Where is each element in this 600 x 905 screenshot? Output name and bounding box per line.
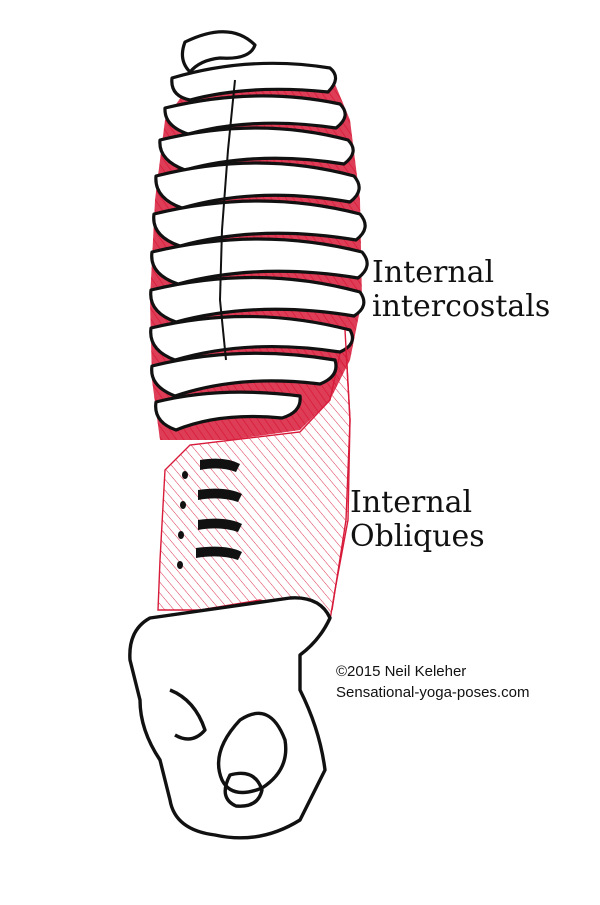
label-intercostals-line-1: Internal xyxy=(372,255,495,290)
label-intercostals-line-2: intercostals xyxy=(372,288,551,324)
rib-1 xyxy=(180,30,257,74)
rib-cage xyxy=(149,30,369,432)
rib-3 xyxy=(163,94,347,136)
label-internal-obliques: Internal Obliques xyxy=(350,486,485,553)
costal-line xyxy=(218,79,236,361)
oblique-edge xyxy=(331,329,351,611)
pelvis xyxy=(128,596,332,840)
rib-11 xyxy=(154,390,302,432)
website-credit: Sensational-yoga-poses.com xyxy=(336,684,530,701)
copyright-credit: ©2015 Neil Keleher xyxy=(336,663,467,680)
rib-9 xyxy=(149,314,354,362)
obturator xyxy=(223,771,264,808)
label-obliques-line-1: Internal xyxy=(350,485,473,520)
label-obliques-line-2: Obliques xyxy=(350,518,485,554)
sacrum-notch xyxy=(169,688,207,741)
rib-2 xyxy=(170,61,338,102)
lumbar-vertebrae xyxy=(177,458,242,569)
label-internal-intercostals: Internal intercostals xyxy=(372,256,550,323)
iliac-crest xyxy=(128,596,332,840)
rib-10 xyxy=(150,351,338,398)
